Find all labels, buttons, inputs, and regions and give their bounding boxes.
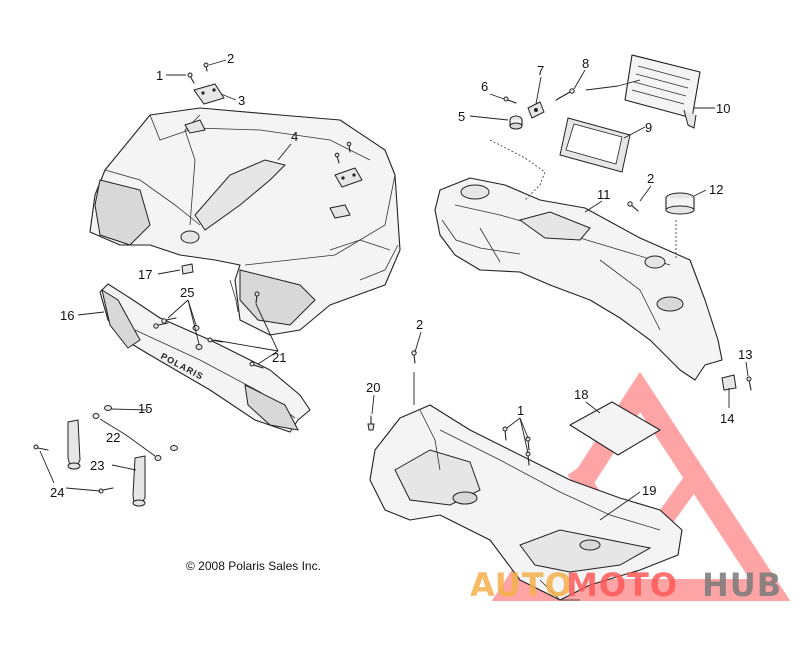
callout-3: 3 (238, 93, 245, 108)
screws-part-21 (207, 291, 264, 369)
callout-10: 10 (716, 101, 730, 116)
floor-part-19 (369, 404, 683, 601)
pin-part-8 (555, 88, 575, 101)
callout-25: 25 (180, 285, 194, 300)
callout-6: 6 (481, 79, 488, 94)
callout-17: 17 (138, 267, 152, 282)
screw-part-13 (746, 376, 752, 391)
bolt-part-2-dash (627, 201, 639, 212)
dash-part-11 (434, 177, 723, 381)
callout-7: 7 (537, 63, 544, 78)
cap-part-12 (665, 192, 695, 215)
callout-20: 20 (366, 380, 380, 395)
callout-23: 23 (90, 458, 104, 473)
callout-9: 9 (645, 120, 652, 135)
screw-part-6 (503, 96, 517, 104)
callout-13: 13 (738, 347, 752, 362)
vent-part-10 (624, 54, 701, 129)
grille-part-16: POLARIS (99, 283, 311, 433)
callout-14: 14 (720, 411, 734, 426)
callout-24: 24 (50, 485, 64, 500)
screw-part-1 (187, 72, 195, 84)
callout-18: 18 (574, 387, 588, 402)
watermark-text: AUTO MOTO HUB (470, 566, 782, 604)
screws-part-1-floor (502, 426, 531, 466)
callout-11: 11 (597, 187, 611, 202)
callout-22: 22 (106, 430, 120, 445)
bracket-part-7 (527, 101, 545, 119)
cover-part-18 (569, 401, 661, 456)
callout-2: 2 (227, 51, 234, 66)
hinge-right (334, 167, 363, 188)
clip-part-17 (181, 263, 194, 275)
leader-lines (39, 59, 749, 521)
screw-part-2 (203, 62, 209, 72)
watermark-moto: MOTO (566, 566, 678, 604)
watermark-auto: AUTO (470, 566, 573, 604)
callout-numbers: 1 2 3 4 5 6 7 8 9 10 11 2 12 13 14 15 16… (50, 51, 752, 500)
bolt-part-2-floor (411, 350, 417, 364)
watermark-hub: HUB (702, 566, 782, 604)
callout-5: 5 (458, 109, 465, 124)
washer-part-22 (92, 413, 162, 461)
callout-2-floor: 2 (416, 317, 423, 332)
seal-part-9 (559, 117, 631, 173)
callout-19: 19 (642, 483, 656, 498)
callout-1: 1 (156, 68, 163, 83)
screw-part-20 (367, 415, 375, 431)
callout-1-floor: 1 (517, 403, 524, 418)
screws-right-hinge (334, 141, 352, 164)
bushing-part-5 (509, 115, 523, 130)
hood-part-4 (89, 107, 401, 336)
clip-part-14 (721, 374, 737, 391)
hinge-part-3 (193, 83, 225, 105)
latch-part-23 (67, 419, 146, 507)
callout-21: 21 (272, 350, 286, 365)
callout-4: 4 (291, 129, 298, 144)
callout-16: 16 (60, 308, 74, 323)
callout-12: 12 (709, 182, 723, 197)
fastener-part-15 (104, 405, 178, 451)
copyright-text: © 2008 Polaris Sales Inc. (186, 559, 321, 573)
callout-15: 15 (138, 401, 152, 416)
callout-8: 8 (582, 56, 589, 71)
callout-2-dash: 2 (647, 171, 654, 186)
